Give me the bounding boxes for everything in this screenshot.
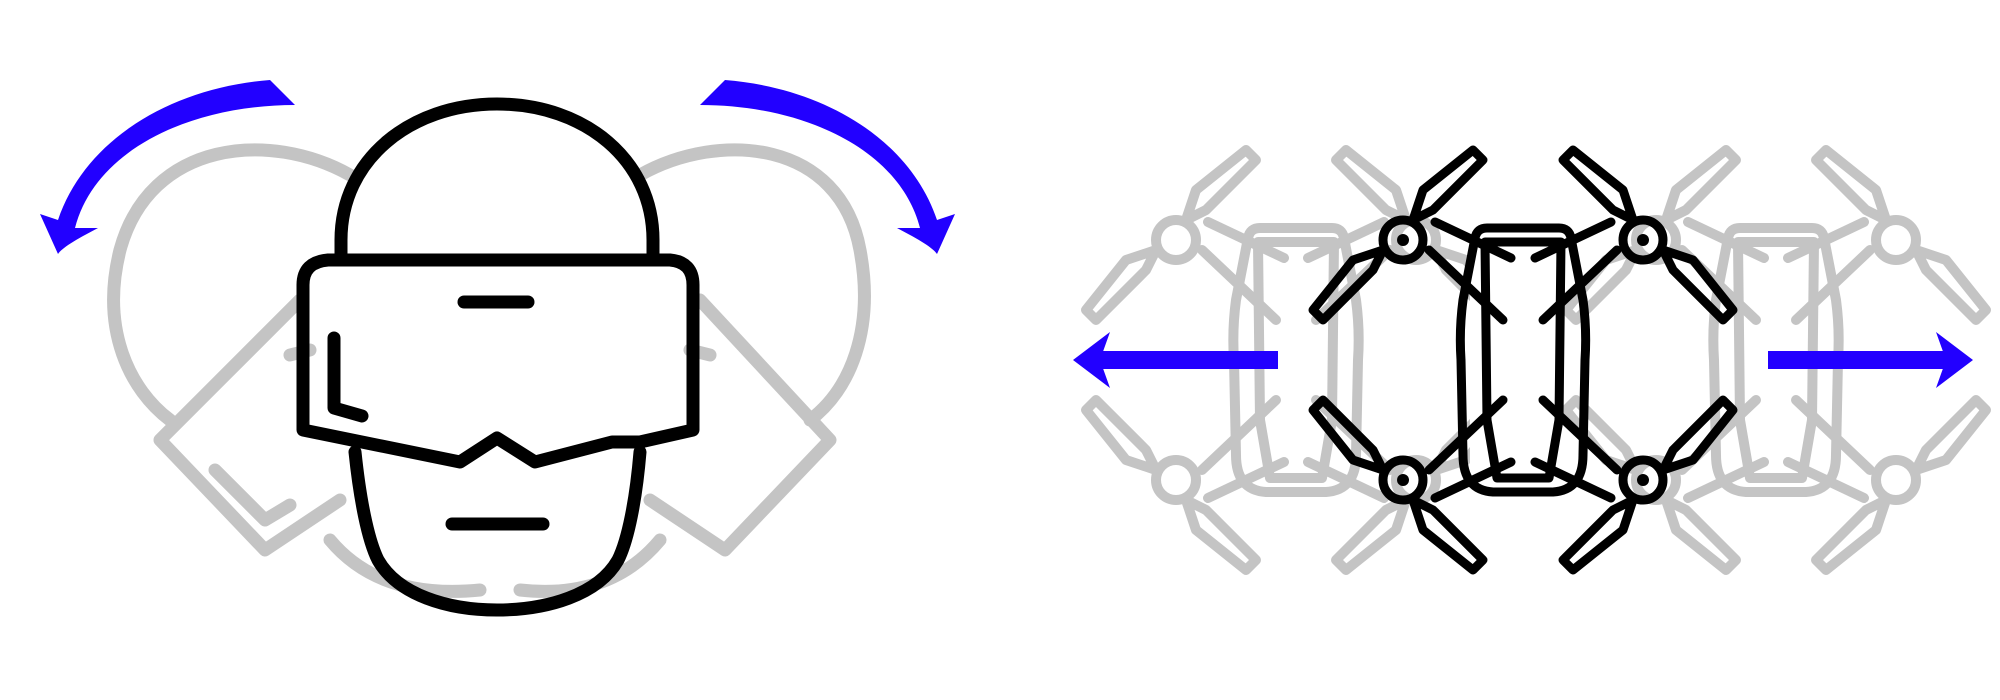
drone-hub-dots [1397, 234, 1649, 486]
rotate-left-arrow-icon [40, 80, 295, 254]
vr-headset-head-icon [296, 97, 700, 617]
head-yaw-panel [40, 80, 955, 617]
drone-translate-panel [1073, 150, 1986, 570]
rotate-right-arrow-icon [700, 80, 955, 254]
move-right-arrow-icon [1768, 332, 1973, 388]
move-left-arrow-icon [1073, 332, 1278, 388]
